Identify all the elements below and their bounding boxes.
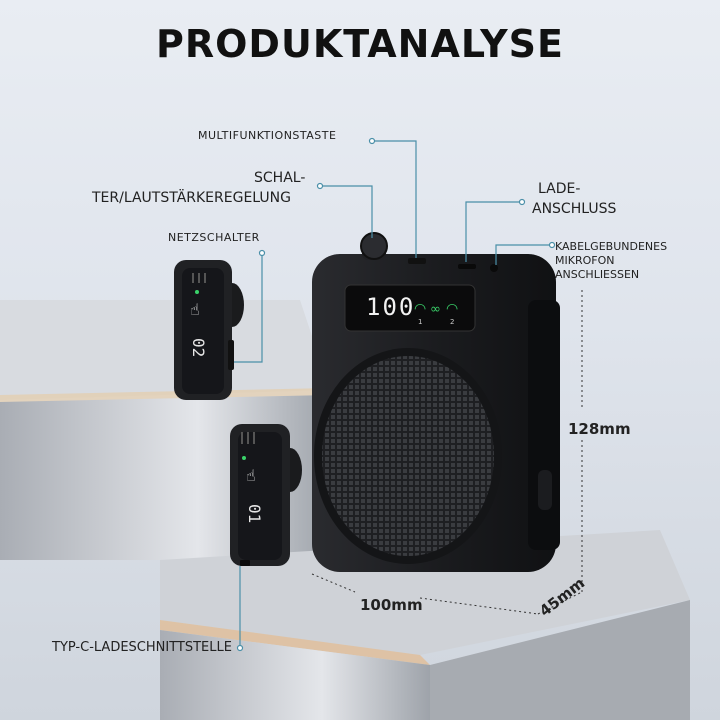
typc-port — [240, 560, 250, 566]
speaker-device — [312, 232, 560, 572]
mic-top-led — [195, 290, 199, 294]
mic-bottom-readout: 01 — [245, 504, 264, 524]
callout-lade-line2: ANSCHLUSS — [532, 201, 617, 217]
dimension-lines — [311, 290, 583, 615]
callout-netzschalter: NETZSCHALTER — [168, 231, 260, 244]
callout-multifunktionstaste: MULTIFUNKTIONSTASTE — [198, 129, 337, 142]
touch-hand-icon: ☝ — [190, 300, 200, 319]
microphone-bottom — [230, 424, 302, 566]
callout-typc: TYP-C-LADESCHNITTSTELLE — [52, 640, 232, 655]
charging-port — [458, 264, 476, 269]
callout-kabel-line2: MIKROFON — [555, 254, 615, 267]
dimension-height: 128mm — [568, 420, 631, 438]
speaker-display-readout: 100 — [366, 293, 416, 321]
dimension-width: 100mm — [360, 596, 423, 614]
multifunction-button — [408, 258, 426, 264]
speaker-grille — [322, 356, 494, 556]
link-icon: ∞ — [430, 302, 441, 317]
channel-1-label: 1 — [418, 318, 423, 326]
wifi-1-icon: ◠ — [414, 301, 427, 317]
touch-hand-icon: ☝ — [246, 466, 256, 485]
mic-jack — [490, 264, 498, 272]
callout-lade-line1: LADE- — [538, 181, 581, 197]
wifi-2-icon: ◠ — [446, 301, 459, 317]
callout-schalter-line2: TER/LAUTSTÄRKEREGELUNG — [92, 190, 291, 206]
lower-platform — [160, 530, 690, 720]
callout-dots — [236, 137, 556, 652]
channel-2-label: 2 — [450, 318, 455, 326]
callout-kabel-line1: KABELGEBUNDENES — [555, 240, 668, 253]
volume-knob-icon — [360, 232, 388, 260]
callout-kabel-line3: ANSCHLIESSEN — [555, 268, 640, 281]
page-title: PRODUKTANALYSE — [156, 22, 564, 66]
callout-lines — [234, 140, 552, 648]
microphone-top — [174, 260, 244, 400]
mic-bottom-led — [242, 456, 246, 460]
callout-schalter-line1: SCHAL- — [254, 170, 306, 186]
mic-top-readout: 02 — [189, 338, 208, 358]
